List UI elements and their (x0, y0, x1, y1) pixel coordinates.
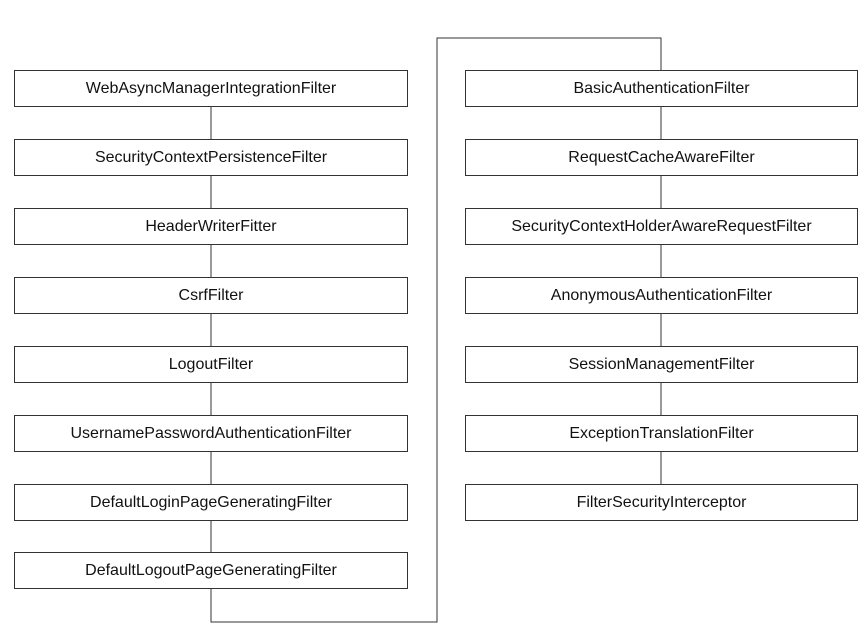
filter-box: RequestCacheAwareFilter (465, 139, 858, 176)
filter-box: WebAsyncManagerIntegrationFilter (14, 70, 408, 107)
filter-box: FilterSecurityInterceptor (465, 484, 858, 521)
filter-box: AnonymousAuthenticationFilter (465, 277, 858, 314)
filter-box: HeaderWriterFitter (14, 208, 408, 245)
filter-box: UsernamePasswordAuthenticationFilter (14, 415, 408, 452)
filter-box: SecurityContextHolderAwareRequestFilter (465, 208, 858, 245)
filter-box: CsrfFilter (14, 277, 408, 314)
filter-box: ExceptionTranslationFilter (465, 415, 858, 452)
connector-bridge (210, 37, 662, 623)
filter-box: SecurityContextPersistenceFilter (14, 139, 408, 176)
filter-box: DefaultLoginPageGeneratingFilter (14, 484, 408, 521)
filter-box: SessionManagementFilter (465, 346, 858, 383)
filter-box: BasicAuthenticationFilter (465, 70, 858, 107)
filter-box: DefaultLogoutPageGeneratingFilter (14, 552, 408, 589)
filter-box: LogoutFilter (14, 346, 408, 383)
